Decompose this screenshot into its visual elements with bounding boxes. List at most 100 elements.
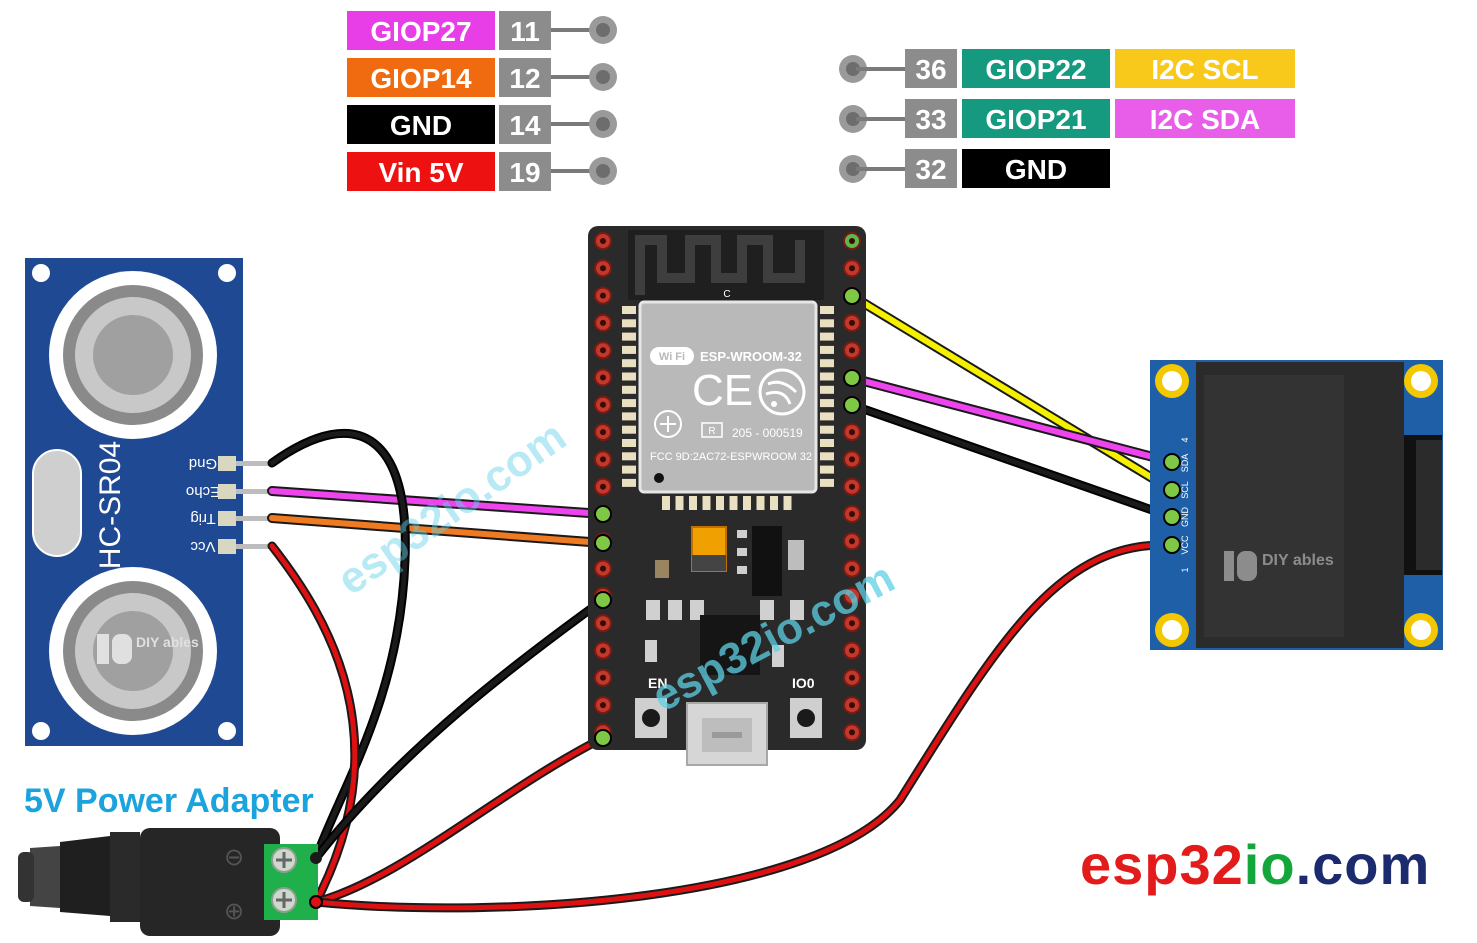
brand-part-io: io xyxy=(1243,833,1296,896)
regulatory-logo xyxy=(654,410,682,438)
module-pad xyxy=(622,452,636,461)
pin-dot-center xyxy=(596,164,610,178)
module-pad xyxy=(756,496,765,510)
button-en[interactable] xyxy=(635,698,667,738)
wire-oled-vcc xyxy=(313,542,1175,911)
sensor-header-pin xyxy=(218,511,236,526)
sensor-pin-gnd: Gnd xyxy=(189,455,217,472)
module-pad xyxy=(622,359,636,368)
transducer-top xyxy=(49,271,217,439)
board-wire-pins xyxy=(594,287,861,747)
module-pad xyxy=(622,412,636,421)
pin-number-box xyxy=(499,105,551,144)
brand-logo: esp32io.com xyxy=(1080,832,1430,897)
module-pads xyxy=(622,306,834,487)
wifi-logo: Wi Fi xyxy=(650,347,694,365)
module-pad xyxy=(622,399,636,408)
power-adapter-title: 5V Power Adapter xyxy=(24,782,314,820)
module-pad xyxy=(820,452,834,461)
pin-function: I2C SDA xyxy=(1150,104,1260,135)
module-pad xyxy=(820,319,834,328)
pin-dot-center xyxy=(846,112,860,126)
module-pad xyxy=(820,412,834,421)
module-pad xyxy=(820,425,834,434)
module-pad xyxy=(729,496,738,510)
pin1-dot xyxy=(654,473,664,483)
pin-label-box xyxy=(347,58,495,97)
pin-number: 11 xyxy=(510,16,540,47)
crystal xyxy=(32,449,82,557)
module-pad xyxy=(702,496,711,510)
pin-label-box xyxy=(962,99,1110,138)
regulator xyxy=(752,526,782,596)
pin-label-box xyxy=(962,149,1110,188)
pin-number-box xyxy=(499,11,551,50)
oled-pin-vcc: VCC xyxy=(1180,535,1190,555)
usb-port[interactable] xyxy=(686,702,768,766)
module-pad xyxy=(820,372,834,381)
wire-scl xyxy=(849,293,1175,493)
oled-display: DIY ables SDA SCL GND VCC 4 1 xyxy=(1150,360,1443,650)
pin-row-giop22: 36 GIOP22 I2C SCL xyxy=(839,49,1295,88)
pin-label: GND xyxy=(390,110,452,141)
pin-dot-center xyxy=(596,117,610,131)
pin-number: 12 xyxy=(509,63,540,94)
wire-sensor-gnd xyxy=(269,430,408,861)
module-pad xyxy=(622,332,636,341)
button-en-label: EN xyxy=(648,675,667,691)
pin-number: 32 xyxy=(915,154,946,185)
pin-label: GND xyxy=(1005,154,1067,185)
pin-number: 14 xyxy=(509,110,541,141)
module-name: ESP-WROOM-32 xyxy=(700,349,802,364)
terminal-screw-minus[interactable] xyxy=(271,847,297,873)
pin-number: 33 xyxy=(915,104,946,135)
svg-text:Wi Fi: Wi Fi xyxy=(659,351,685,363)
terminal-screw-plus[interactable] xyxy=(271,887,297,913)
oled-pin-first: 1 xyxy=(1180,567,1190,572)
pin-number: 19 xyxy=(509,157,540,188)
pin-table-right: 36 GIOP22 I2C SCL 33 GIOP21 I2C SDA 32 G… xyxy=(839,49,1295,188)
oled-pin-gnd: GND xyxy=(1180,507,1190,528)
diyables-logo: DIY ables xyxy=(97,634,199,664)
button-io0[interactable] xyxy=(790,698,822,738)
module-pad xyxy=(820,359,834,368)
reg-mark: R xyxy=(708,426,715,437)
module-pad xyxy=(622,385,636,394)
pin-label-box xyxy=(962,49,1110,88)
module-pad xyxy=(820,439,834,447)
module-pad xyxy=(662,496,670,510)
pin-dot-center xyxy=(596,23,610,37)
antenna-letter: C xyxy=(723,289,730,300)
pin-row-giop14: GIOP14 12 xyxy=(347,58,617,97)
pin-number-box xyxy=(905,99,957,138)
pin-row-gnd-right: 32 GND xyxy=(839,149,1110,188)
sensor-model: HC-SR04 xyxy=(94,441,127,569)
pin-number-box xyxy=(499,152,551,191)
wire-trig xyxy=(269,515,606,546)
power-adapter: ⊖ ⊕ xyxy=(18,828,323,936)
pin-label: GIOP14 xyxy=(370,63,472,94)
module-pad xyxy=(820,332,834,341)
mount-hole xyxy=(218,722,236,740)
transducer-bottom xyxy=(49,567,217,735)
pin-number: 36 xyxy=(915,54,946,85)
module-pad xyxy=(622,319,636,328)
reg-box xyxy=(701,422,723,438)
pin-row-vin: Vin 5V 19 xyxy=(347,152,617,191)
antenna-trace xyxy=(635,235,805,295)
module-pad xyxy=(770,496,778,510)
pin-table-left: GIOP27 11 GIOP14 12 GND 14 Vi xyxy=(347,11,617,191)
reg-number: 205 - 000519 xyxy=(732,426,803,440)
adapter-plus-symbol: ⊕ xyxy=(224,897,244,925)
brand-part-esp32: esp32 xyxy=(1080,833,1244,896)
svg-text:DIY ables: DIY ables xyxy=(136,634,199,650)
module-pad xyxy=(622,425,636,434)
module-pad xyxy=(622,345,636,354)
oled-pin-sda: SDA xyxy=(1180,454,1190,473)
module-pad xyxy=(820,478,834,487)
pin-number-box xyxy=(905,49,957,88)
oled-diyables-logo: DIY ables xyxy=(1224,551,1334,581)
wire-sensor-vcc xyxy=(269,543,358,905)
module-pad xyxy=(675,496,684,510)
